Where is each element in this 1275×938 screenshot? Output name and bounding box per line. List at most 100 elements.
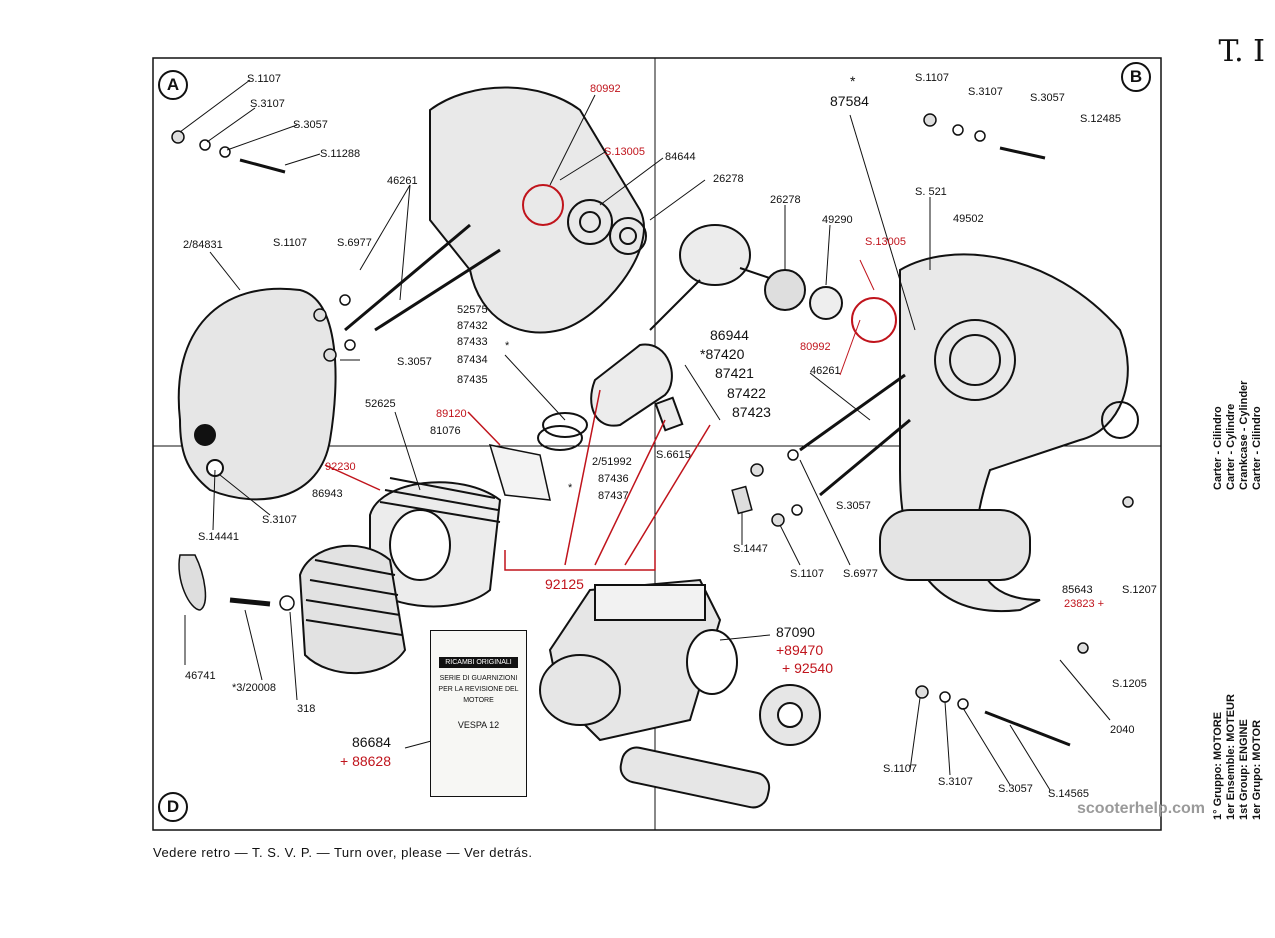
- part-label: 49502: [953, 213, 984, 225]
- part-label: 87434: [457, 354, 488, 366]
- side-title-en: Crankcase - Cylinder: [1238, 380, 1250, 490]
- part-label: 80992: [800, 341, 831, 353]
- part-label: S.3107: [938, 776, 973, 788]
- part-label: 49290: [822, 214, 853, 226]
- turn-over-note: Vedere retro — T. S. V. P. — Turn over, …: [153, 845, 533, 860]
- part-label: 2/51992: [592, 456, 632, 468]
- part-label: 87422: [727, 385, 766, 401]
- part-label: 81076: [430, 425, 461, 437]
- kit-card-header: RICAMBI ORIGINALI: [439, 657, 518, 668]
- part-label: S.6977: [337, 237, 372, 249]
- part-label: 87435: [457, 374, 488, 386]
- plate-frame: [152, 57, 1162, 831]
- side-group-en: 1st Group: ENGINE: [1238, 719, 1250, 820]
- piston: [537, 343, 684, 451]
- fasteners: [171, 113, 1134, 747]
- part-label: +89470: [776, 642, 824, 658]
- part-label: S.1207: [1122, 584, 1157, 596]
- side-group-es: 1er Grupo: MOTOR: [1251, 719, 1263, 820]
- part-label: S.3107: [250, 98, 285, 110]
- part-label: 87432: [457, 320, 488, 332]
- part-label: S.12485: [1080, 113, 1121, 125]
- part-label: 85643: [1062, 584, 1093, 596]
- part-label: 86944: [710, 327, 749, 343]
- asterisk-mark: *: [850, 73, 856, 89]
- crankshaft: [649, 224, 843, 331]
- part-label: S.1107: [790, 568, 825, 580]
- part-label: S.3057: [397, 356, 432, 368]
- part-label: 87437: [598, 490, 629, 502]
- part-label: 26278: [770, 194, 801, 206]
- side-group-fr: 1er Ensemble: MOTEUR: [1225, 694, 1237, 820]
- part-label: S.1205: [1112, 678, 1147, 690]
- part-label: S.14565: [1048, 788, 1089, 800]
- asterisk-mark: *: [568, 482, 573, 494]
- engine-assembly: [539, 578, 821, 809]
- part-label: + 88628: [340, 753, 391, 769]
- part-label: 52625: [365, 398, 396, 410]
- part-label: S.11288: [320, 148, 361, 160]
- gasket-kit-card: RICAMBI ORIGINALI SERIE DI GUARNIZIONI P…: [430, 630, 527, 797]
- part-label: 87423: [732, 404, 771, 420]
- part-label: S. 521: [915, 186, 947, 198]
- side-title-fr: Carter - Cylindre: [1225, 403, 1237, 490]
- part-label: S.1107: [883, 763, 918, 775]
- part-label: 87436: [598, 473, 629, 485]
- part-label: *87420: [700, 346, 745, 362]
- part-label: S.3057: [293, 119, 328, 131]
- part-label: S.3107: [262, 514, 297, 526]
- part-label: S.13005: [604, 146, 645, 158]
- part-label: S.13005: [865, 236, 906, 248]
- part-label: S.14441: [198, 531, 239, 543]
- plate-id: T. I: [1218, 34, 1265, 69]
- part-label: 87584: [830, 93, 869, 109]
- kit-card-line: VESPA 12: [457, 720, 500, 730]
- part-label: 87433: [457, 336, 488, 348]
- part-label: S.1107: [247, 73, 282, 85]
- part-label: S.3107: [968, 86, 1003, 98]
- kit-card-line: MOTORE: [463, 697, 494, 704]
- part-label: 89120: [436, 408, 467, 420]
- part-label: S.1107: [915, 72, 950, 84]
- part-label: 46261: [810, 365, 841, 377]
- part-label: S.1107: [273, 237, 308, 249]
- side-title-it: Carter - Cilindro: [1212, 406, 1224, 490]
- quadrant-a-marker: A: [158, 70, 188, 100]
- part-label: 318: [297, 703, 316, 715]
- leader-lines: [179, 79, 1111, 791]
- crankcase-right-half: [851, 253, 1139, 613]
- flywheel-cover: [177, 287, 337, 501]
- part-label: + 92540: [782, 660, 833, 676]
- crankcase-left-half: [429, 86, 647, 334]
- part-label: 86684: [352, 734, 391, 750]
- part-label: *3/20008: [232, 682, 277, 694]
- part-label: 46261: [387, 175, 418, 187]
- part-label: 92230: [325, 461, 356, 473]
- part-label: 92125: [545, 576, 584, 592]
- cylinder-head: [298, 544, 407, 675]
- watermark: scooterhelp.com: [1077, 800, 1206, 817]
- asterisk-mark: *: [505, 340, 510, 352]
- part-label: 2/84831: [183, 239, 223, 251]
- part-label: 80992: [590, 83, 621, 95]
- part-label: S.3057: [836, 500, 871, 512]
- part-label: S.3057: [1030, 92, 1065, 104]
- part-label: S.6977: [843, 568, 878, 580]
- red-markup: [324, 389, 711, 571]
- part-label: 52575: [457, 304, 488, 316]
- part-label: S.3057: [998, 783, 1033, 795]
- side-title-es: Carter - Cilindro: [1251, 406, 1263, 490]
- kit-card-line: SERIE DI GUARNIZIONI: [439, 675, 518, 682]
- part-label: 87090: [776, 624, 815, 640]
- part-label: 26278: [713, 173, 744, 185]
- part-label: 23823 +: [1064, 598, 1105, 610]
- cylinder: [369, 477, 502, 608]
- quadrant-b-marker: B: [1121, 62, 1151, 92]
- part-label: 86943: [312, 488, 343, 500]
- part-label: S.6615: [656, 449, 691, 461]
- part-label: 46741: [185, 670, 216, 682]
- kit-card-line: PER LA REVISIONE DEL: [438, 686, 519, 693]
- part-label: 2040: [1110, 724, 1135, 736]
